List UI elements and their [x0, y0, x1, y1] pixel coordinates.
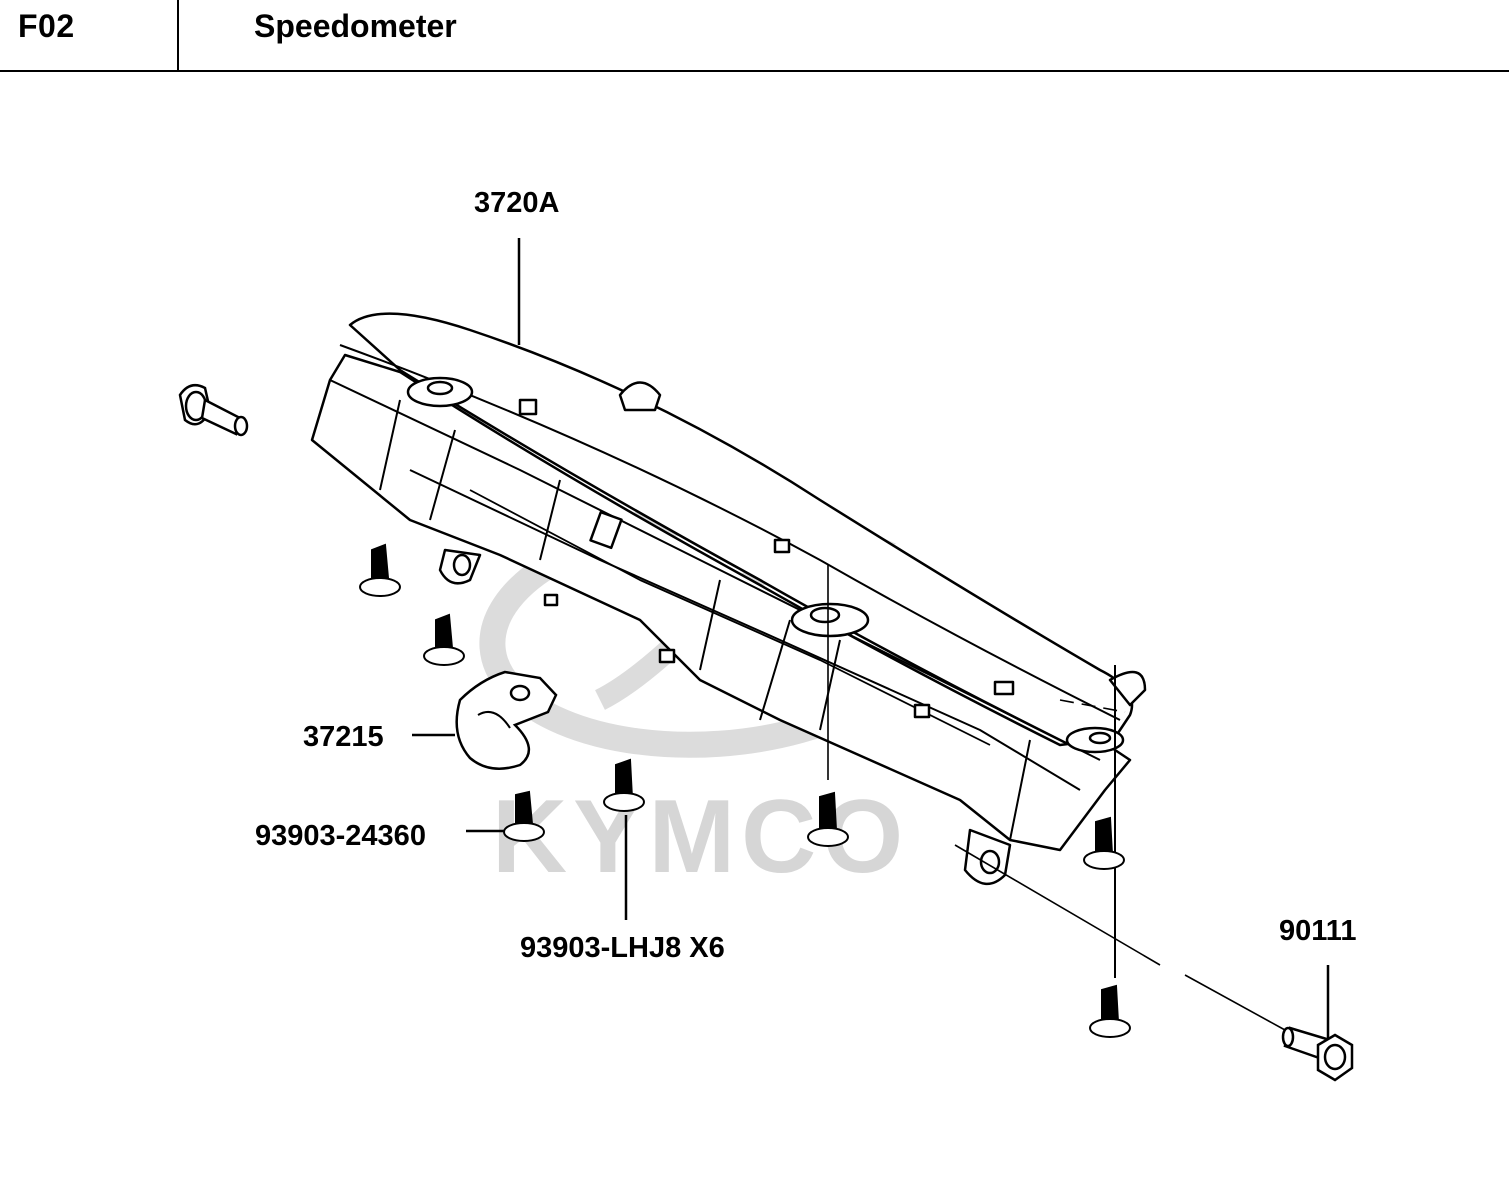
screw: [807, 791, 849, 847]
screw: [503, 790, 545, 842]
flange-bolt: [1281, 1026, 1354, 1082]
callout-93903-lhj8: 93903-LHJ8 X6: [520, 932, 725, 964]
page-header: F02 Speedometer: [0, 0, 1509, 72]
callout-37215: 37215: [303, 721, 384, 753]
callout-93903-24360: 93903-24360: [255, 820, 426, 852]
screw: [1089, 984, 1131, 1038]
left-pin-bolt: [178, 383, 249, 437]
screw: [603, 758, 645, 812]
section-code: F02: [18, 8, 75, 44]
screw-group: [359, 543, 1131, 1038]
header-divider: [177, 0, 179, 72]
clamp-part: [455, 670, 558, 770]
callout-3720a: 3720A: [474, 187, 560, 219]
screw: [359, 543, 401, 597]
leader-lines: [412, 238, 1330, 1040]
section-title: Speedometer: [254, 8, 457, 44]
callout-90111: 90111: [1279, 915, 1356, 947]
screw: [423, 613, 465, 666]
speedometer-assembly: [310, 312, 1147, 885]
screw: [1083, 816, 1125, 870]
